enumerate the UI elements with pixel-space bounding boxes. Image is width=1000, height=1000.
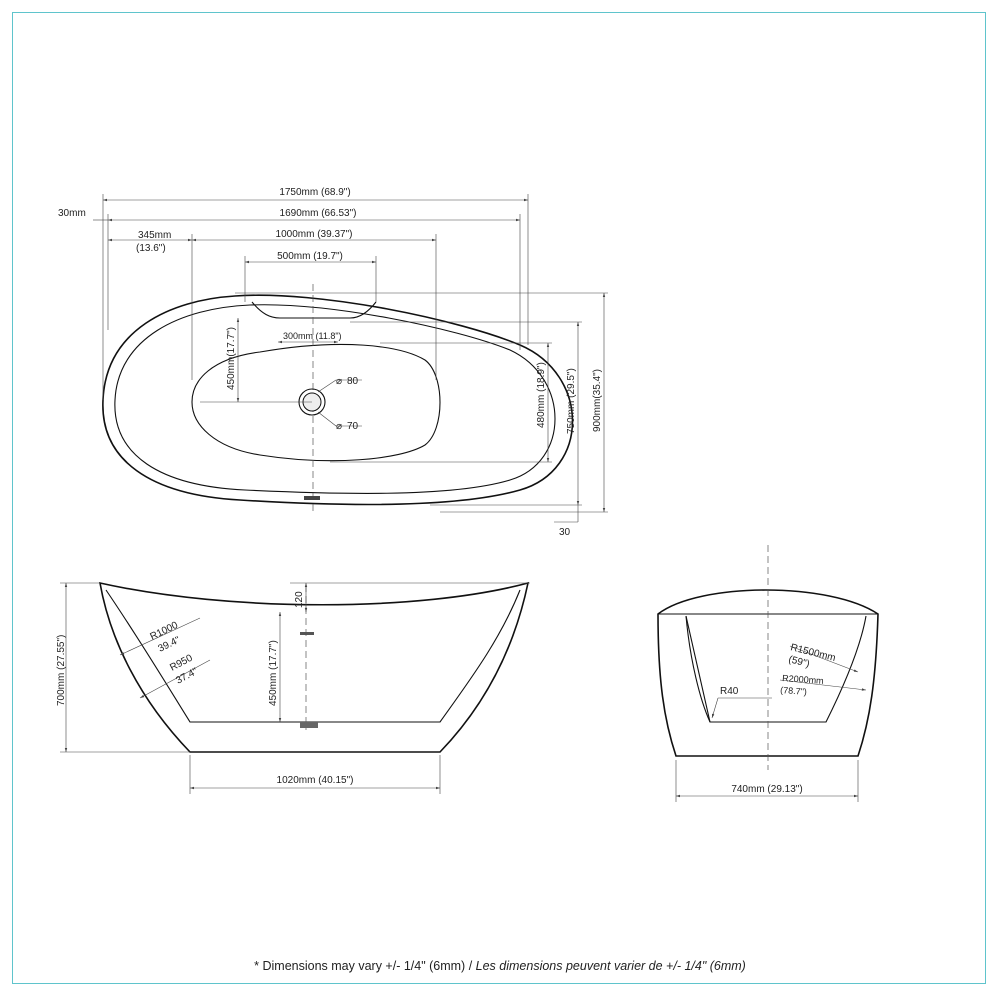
dim-inner-length: 1690mm (66.53"): [280, 208, 357, 219]
dim-overflow-dia: 80: [347, 376, 359, 387]
dim-end-rise: 120: [294, 591, 305, 608]
dim-rim-offset: 30mm: [58, 208, 86, 219]
dim-overall-width: 900mm(35.4"): [592, 369, 603, 432]
tub-basin: [191, 343, 441, 462]
dim-overall-length: 1750mm (68.9"): [279, 187, 350, 198]
dim-base-width: 740mm (29.13"): [731, 784, 802, 795]
footnote-english: * Dimensions may vary +/- 1/4" (6mm) /: [254, 959, 476, 973]
dim-headrest-width: 500mm (19.7"): [277, 251, 343, 262]
footnote-french: Les dimensions peuvent varier de +/- 1/4…: [476, 959, 746, 973]
dim-drain-offset-in: (13.6"): [136, 243, 166, 254]
dia-symbol-80: ⌀: [336, 376, 342, 387]
dim-basin-length: 1000mm (39.37"): [276, 229, 353, 240]
end-inner-outline: [685, 615, 867, 723]
side-outer-outline: [99, 581, 530, 753]
side-inner-wall: [105, 589, 521, 723]
dim-corner-radius: R40: [720, 686, 739, 697]
overflow-drain: [304, 496, 320, 500]
dim-height: 700mm (27.55"): [56, 635, 67, 706]
dim-drain-offset-mm: 345mm: [138, 230, 171, 241]
dim-water-depth: 450mm (17.7"): [268, 640, 279, 706]
dim-drain-dia: 70: [347, 421, 359, 432]
side-view: 700mm (27.55") 120 450mm (17.7") R1000 3…: [56, 581, 530, 794]
headrest-notch: [251, 301, 377, 319]
dim-drain-center: 300mm (11.8"): [283, 331, 342, 341]
dim-rim-bottom: 30: [559, 527, 571, 538]
end-view: R1500mm (59") R2000mm (78.7") R40 740mm …: [657, 545, 879, 802]
footnote: * Dimensions may vary +/- 1/4" (6mm) / L…: [254, 959, 746, 973]
tub-inner-rim: [114, 304, 556, 494]
top-view: 1750mm (68.9") 1690mm (66.53") 30mm 345m…: [58, 187, 608, 538]
dim-drain-depth: 450mm(17.7"): [226, 327, 237, 390]
dim-base-length: 1020mm (40.15"): [277, 775, 354, 786]
tub-outer-outline: [102, 294, 574, 506]
dia-symbol-70: ⌀: [336, 421, 342, 432]
dim-basin-width: 480mm (18.9"): [536, 362, 547, 428]
drawing-frame: [12, 12, 986, 984]
dim-radius-2000-mm: R2000mm: [782, 673, 824, 686]
dim-inner-width: 750mm (29.5"): [566, 368, 577, 434]
end-outer-outline: [657, 589, 879, 757]
dim-radius-1500-in: (59"): [787, 654, 810, 670]
dim-radius-2000-in: (78.7"): [780, 685, 807, 697]
